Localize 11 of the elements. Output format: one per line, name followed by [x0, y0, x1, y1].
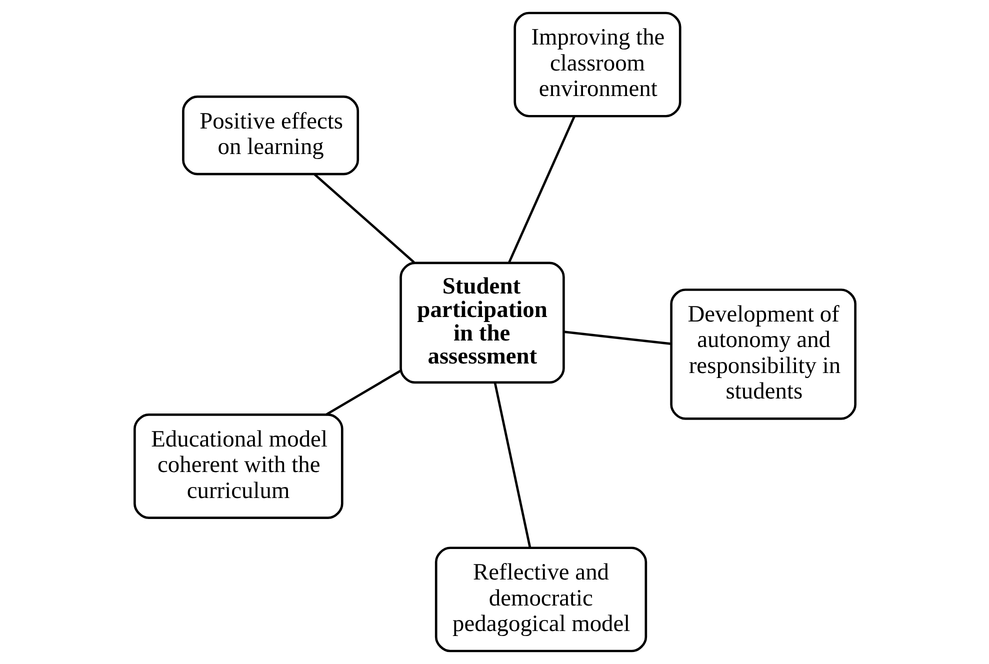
- node-box: Positive effects on learning: [182, 96, 359, 176]
- connector: [563, 330, 671, 346]
- node-box: Educational model coherent with the curriculum: [133, 414, 343, 520]
- connector: [493, 382, 531, 548]
- connector: [325, 370, 401, 416]
- node-box: Reflective and democratic pedagogical model: [434, 546, 647, 652]
- connector: [507, 116, 575, 264]
- node-box: Improving the classroom environment: [513, 12, 681, 118]
- node-box: Development of autonomy and responsibility in students: [670, 288, 856, 420]
- node-box: Student participation in the assessment: [399, 262, 564, 384]
- connector: [313, 173, 414, 264]
